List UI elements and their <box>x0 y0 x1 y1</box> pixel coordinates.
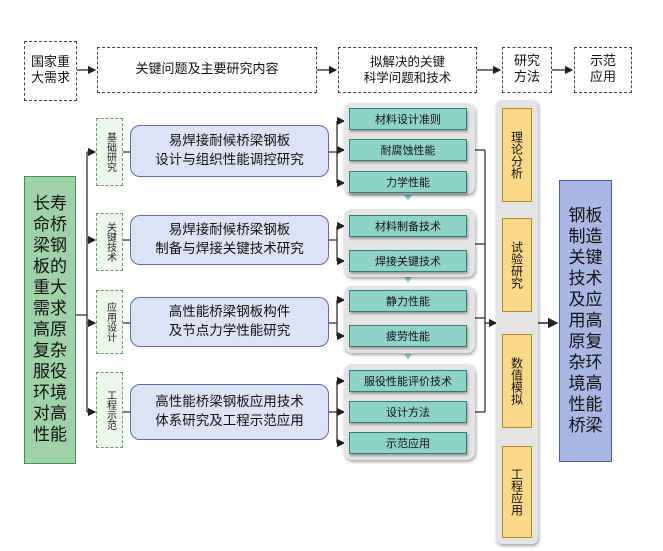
method-simulation: 数值模拟 <box>502 334 532 428</box>
header-research-method: 研究方法 <box>502 47 552 93</box>
research-item-mechanics-line1: 高性能桥梁钢板构件 <box>168 304 291 320</box>
method-engineering-text: 工程应用 <box>509 468 524 516</box>
demand-summary-text: 长寿命桥梁钢板的重大需求高原复杂服役环境对高性能 <box>33 194 67 445</box>
tag-engineering-demo-text: 工程示范 <box>104 390 116 430</box>
header-science-issues-line1: 拟解决的关键 <box>369 54 445 69</box>
research-item-application: 高性能桥梁钢板应用技术 体系研究及工程示范应用 <box>130 384 329 440</box>
issue-mechanical-properties-text: 力学性能 <box>386 176 430 189</box>
issue-mechanical-properties: 力学性能 <box>349 171 467 193</box>
issue-welding-technology: 焊接关键技术 <box>349 250 467 272</box>
header-key-content-text: 关键问题及主要研究内容 <box>135 62 279 77</box>
research-item-welding-line2: 制备与焊接关键技术研究 <box>155 241 304 257</box>
tag-basic-research-text: 基础研究 <box>104 132 116 172</box>
demand-summary-box: 长寿命桥梁钢板的重大需求高原复杂服役环境对高性能 <box>24 176 76 464</box>
application-summary-text: 钢板制造关键技术及应用高原复杂环境高性能桥梁 <box>568 205 603 436</box>
issue-static-performance: 静力性能 <box>349 290 467 312</box>
research-item-welding-line1: 易焊接耐候桥梁钢板 <box>168 222 291 238</box>
research-item-design: 易焊接耐候桥梁钢板 设计与组织性能调控研究 <box>130 125 329 177</box>
header-demo-application-text: 示范应用 <box>589 54 616 85</box>
application-summary-box: 钢板制造关键技术及应用高原复杂环境高性能桥梁 <box>559 180 612 462</box>
issue-corrosion-resistance: 耐腐蚀性能 <box>349 139 467 161</box>
tag-application-design: 应用设计 <box>96 290 123 354</box>
research-item-mechanics: 高性能桥梁钢板构件 及节点力学性能研究 <box>130 297 329 347</box>
issue-material-design-criteria-text: 材料设计准则 <box>375 113 441 126</box>
issue-welding-technology-text: 焊接关键技术 <box>375 255 441 268</box>
tag-key-technology: 关键技术 <box>96 213 123 271</box>
issue-material-design-criteria: 材料设计准则 <box>349 108 467 130</box>
research-item-design-line2: 设计与组织性能调控研究 <box>155 152 304 168</box>
header-key-content: 关键问题及主要研究内容 <box>97 47 317 93</box>
method-theory: 理论分析 <box>502 108 532 202</box>
tag-engineering-demo: 工程示范 <box>96 372 123 448</box>
method-simulation-text: 数值模拟 <box>509 357 524 405</box>
issue-demo-application-text: 示范应用 <box>386 437 430 450</box>
issue-demo-application: 示范应用 <box>349 432 467 454</box>
tag-basic-research: 基础研究 <box>96 118 123 186</box>
method-experiment: 试验研究 <box>502 218 532 312</box>
header-national-demand-text: 国家重大需求 <box>30 55 70 86</box>
method-theory-text: 理论分析 <box>509 131 524 179</box>
research-item-application-line2: 体系研究及工程示范应用 <box>155 413 304 429</box>
tag-application-design-text: 应用设计 <box>104 302 116 342</box>
issue-material-preparation: 材料制备技术 <box>349 215 467 237</box>
research-item-mechanics-line2: 及节点力学性能研究 <box>168 323 291 339</box>
tag-key-technology-text: 关键技术 <box>104 222 116 262</box>
issue-service-evaluation: 服役性能评价技术 <box>349 370 467 392</box>
issue-static-performance-text: 静力性能 <box>386 295 430 308</box>
issue-material-preparation-text: 材料制备技术 <box>375 220 441 233</box>
header-demo-application: 示范应用 <box>574 47 632 93</box>
header-research-method-text: 研究方法 <box>513 54 540 85</box>
issue-fatigue-performance: 疲劳性能 <box>349 325 467 347</box>
method-engineering: 工程应用 <box>502 446 532 538</box>
method-experiment-text: 试验研究 <box>509 241 524 289</box>
issue-design-method: 设计方法 <box>349 401 467 423</box>
research-item-welding: 易焊接耐候桥梁钢板 制备与焊接关键技术研究 <box>130 215 329 265</box>
issue-corrosion-resistance-text: 耐腐蚀性能 <box>380 144 436 157</box>
research-item-application-line1: 高性能桥梁钢板应用技术 <box>155 394 304 410</box>
issue-service-evaluation-text: 服役性能评价技术 <box>364 375 452 388</box>
issue-fatigue-performance-text: 疲劳性能 <box>386 330 430 343</box>
issue-design-method-text: 设计方法 <box>386 406 430 419</box>
header-national-demand: 国家重大需求 <box>24 41 77 101</box>
header-science-issues-line2: 科学问题和技术 <box>363 70 452 85</box>
header-science-issues: 拟解决的关键 科学问题和技术 <box>338 47 477 93</box>
research-item-design-line1: 易焊接耐候桥梁钢板 <box>168 133 291 149</box>
